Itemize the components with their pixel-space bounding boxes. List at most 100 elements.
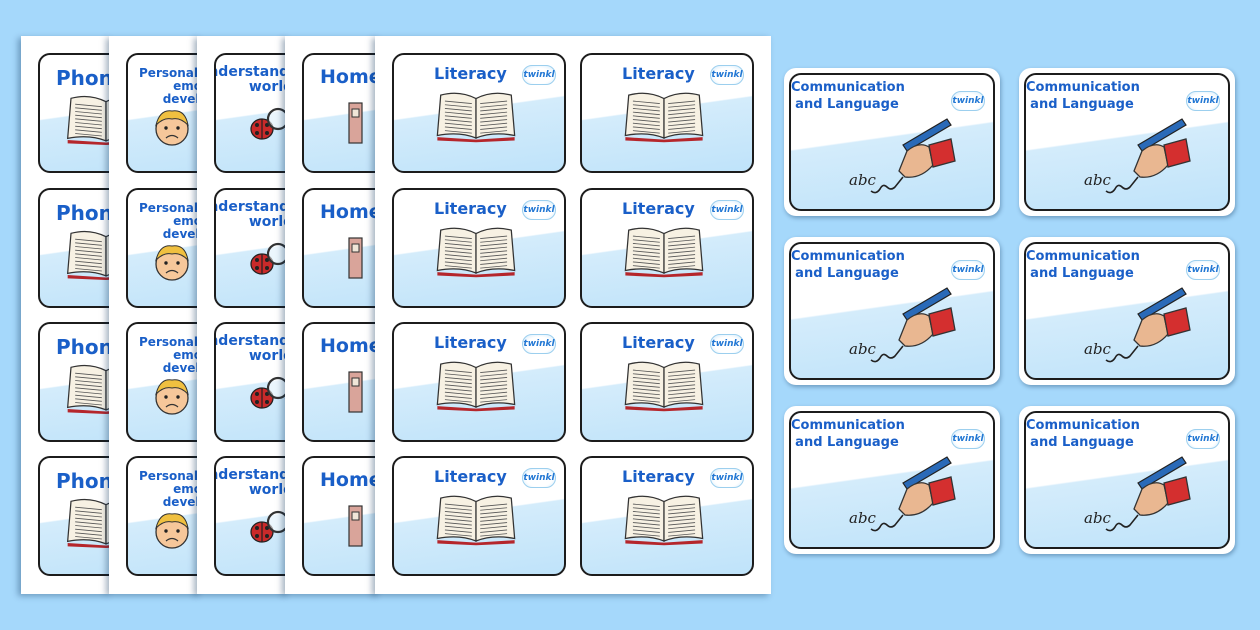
sheet-understanding: Understanding the worldUnderstanding the… <box>197 36 289 594</box>
sad-face-icon <box>155 245 189 281</box>
card-title: Understanding the world <box>216 199 289 231</box>
ladybird-magnifier-icon <box>250 107 289 140</box>
twinkl-logo: twinkl <box>1186 429 1220 449</box>
card-title: Literacy <box>622 199 695 218</box>
twinkl-logo: twinkl <box>710 334 744 354</box>
card-title-line2: and Language <box>1030 435 1134 450</box>
abc-writing: abc <box>849 509 876 527</box>
writing-hand-icon <box>1105 456 1191 532</box>
card-title: Homework <box>320 201 380 223</box>
school-building-icon <box>348 371 363 413</box>
card-title-line1: Communication <box>791 80 905 95</box>
card-understanding[interactable]: Understanding the world <box>214 188 289 308</box>
card-title: Understanding the world <box>216 467 289 499</box>
card-title-line1: Communication <box>791 418 905 433</box>
card-psed[interactable]: Personal, social and emotional developme… <box>126 53 201 173</box>
card-title: Literacy <box>622 467 695 486</box>
sheet-phonics: PhonicsPhonicsPhonicsPhonics <box>21 36 111 594</box>
card-literacy[interactable]: Literacy twinkl <box>392 188 566 308</box>
twinkl-logo: twinkl <box>522 334 556 354</box>
school-building-icon <box>348 505 363 547</box>
abc-writing: abc <box>1084 171 1111 189</box>
writing-hand-icon <box>1105 118 1191 194</box>
card-title: Literacy <box>622 64 695 83</box>
card-psed[interactable]: Personal, social and emotional developme… <box>126 456 201 576</box>
twinkl-logo: twinkl <box>951 429 985 449</box>
twinkl-logo: twinkl <box>951 91 985 111</box>
card-homework[interactable]: Homework <box>302 456 380 576</box>
card-homework[interactable]: Homework <box>302 188 380 308</box>
open-book-icon <box>66 498 111 548</box>
open-book-icon <box>436 361 516 412</box>
card-understanding[interactable]: Understanding the world <box>214 53 289 173</box>
card-title: Literacy <box>434 199 507 218</box>
ladybird-magnifier-icon <box>250 510 289 543</box>
card-title-line1: Communication <box>791 249 905 264</box>
card-title-line1: Communication <box>1026 249 1140 264</box>
card-title: Personal, social and emotional developme… <box>139 201 201 242</box>
card-title: Literacy <box>434 467 507 486</box>
open-book-icon <box>436 227 516 278</box>
card-psed[interactable]: Personal, social and emotional developme… <box>126 322 201 442</box>
card-literacy[interactable]: Literacy twinkl <box>580 53 754 173</box>
card-title: Phonics <box>56 201 111 225</box>
card-title: Literacy <box>434 333 507 352</box>
writing-hand-icon <box>870 287 956 363</box>
card-phonics[interactable]: Phonics <box>38 456 111 576</box>
card-title: Phonics <box>56 335 111 359</box>
card-understanding[interactable]: Understanding the world <box>214 456 289 576</box>
open-book-icon <box>624 227 704 278</box>
card-title-line2: and Language <box>1030 97 1134 112</box>
sad-face-icon <box>155 379 189 415</box>
school-building-icon <box>348 237 363 279</box>
writing-hand-icon <box>870 118 956 194</box>
card-homework[interactable]: Homework <box>302 53 380 173</box>
twinkl-logo: twinkl <box>522 200 556 220</box>
card-phonics[interactable]: Phonics <box>38 322 111 442</box>
communication-card[interactable]: Communication and Language twinkl abc <box>784 406 1000 554</box>
card-title: Phonics <box>56 66 111 90</box>
card-title: Homework <box>320 66 380 88</box>
card-homework[interactable]: Homework <box>302 322 380 442</box>
open-book-icon <box>436 495 516 546</box>
card-title-line1: Communication <box>1026 418 1140 433</box>
open-book-icon <box>66 364 111 414</box>
card-title-line1: Communication <box>1026 80 1140 95</box>
card-title-line2: and Language <box>795 435 899 450</box>
card-title-line2: and Language <box>1030 266 1134 281</box>
twinkl-logo: twinkl <box>710 65 744 85</box>
open-book-icon <box>624 495 704 546</box>
card-phonics[interactable]: Phonics <box>38 188 111 308</box>
card-phonics[interactable]: Phonics <box>38 53 111 173</box>
sheet-homework: HomeworkHomeworkHomeworkHomework <box>285 36 380 594</box>
card-understanding[interactable]: Understanding the world <box>214 322 289 442</box>
card-title: Understanding the world <box>216 333 289 365</box>
ladybird-magnifier-icon <box>250 376 289 409</box>
card-title-line2: and Language <box>795 266 899 281</box>
twinkl-logo: twinkl <box>522 65 556 85</box>
abc-writing: abc <box>849 171 876 189</box>
twinkl-logo: twinkl <box>1186 260 1220 280</box>
card-literacy[interactable]: Literacy twinkl <box>392 322 566 442</box>
card-title: Personal, social and emotional developme… <box>139 335 201 376</box>
twinkl-logo: twinkl <box>951 260 985 280</box>
open-book-icon <box>66 230 111 280</box>
school-building-icon <box>348 102 363 144</box>
card-psed[interactable]: Personal, social and emotional developme… <box>126 188 201 308</box>
ladybird-magnifier-icon <box>250 242 289 275</box>
writing-hand-icon <box>870 456 956 532</box>
card-title: Phonics <box>56 469 111 493</box>
